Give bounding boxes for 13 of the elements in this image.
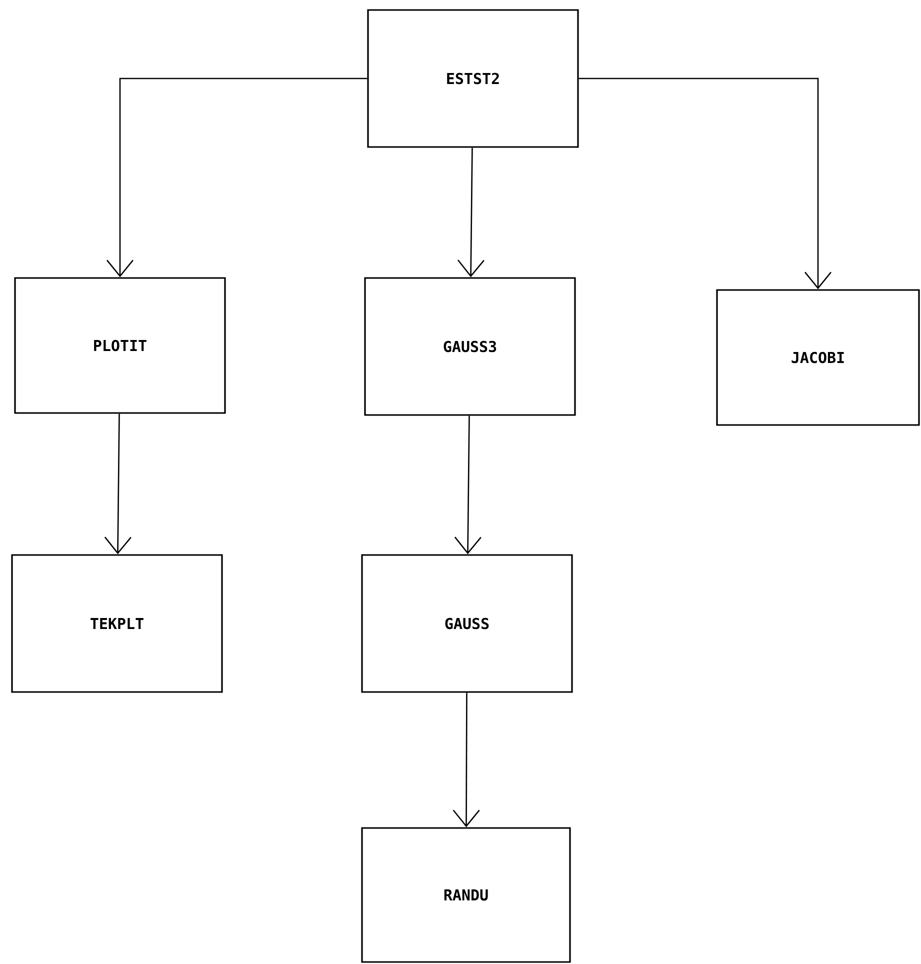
process-box: JACOBI [716, 289, 920, 426]
process-box: GAUSS3 [364, 277, 576, 416]
arrow [104, 414, 132, 554]
arrow [452, 692, 480, 828]
process-box: RANDU [361, 827, 571, 963]
process-box: ESTST2 [367, 9, 579, 148]
arrow [106, 78, 368, 278]
process-box: TEKPLT [11, 554, 223, 693]
arrow [578, 78, 832, 290]
arrow [454, 416, 482, 554]
process-box: PLOTIT [14, 277, 226, 414]
process-box: GAUSS [361, 554, 573, 693]
arrow [457, 148, 484, 278]
